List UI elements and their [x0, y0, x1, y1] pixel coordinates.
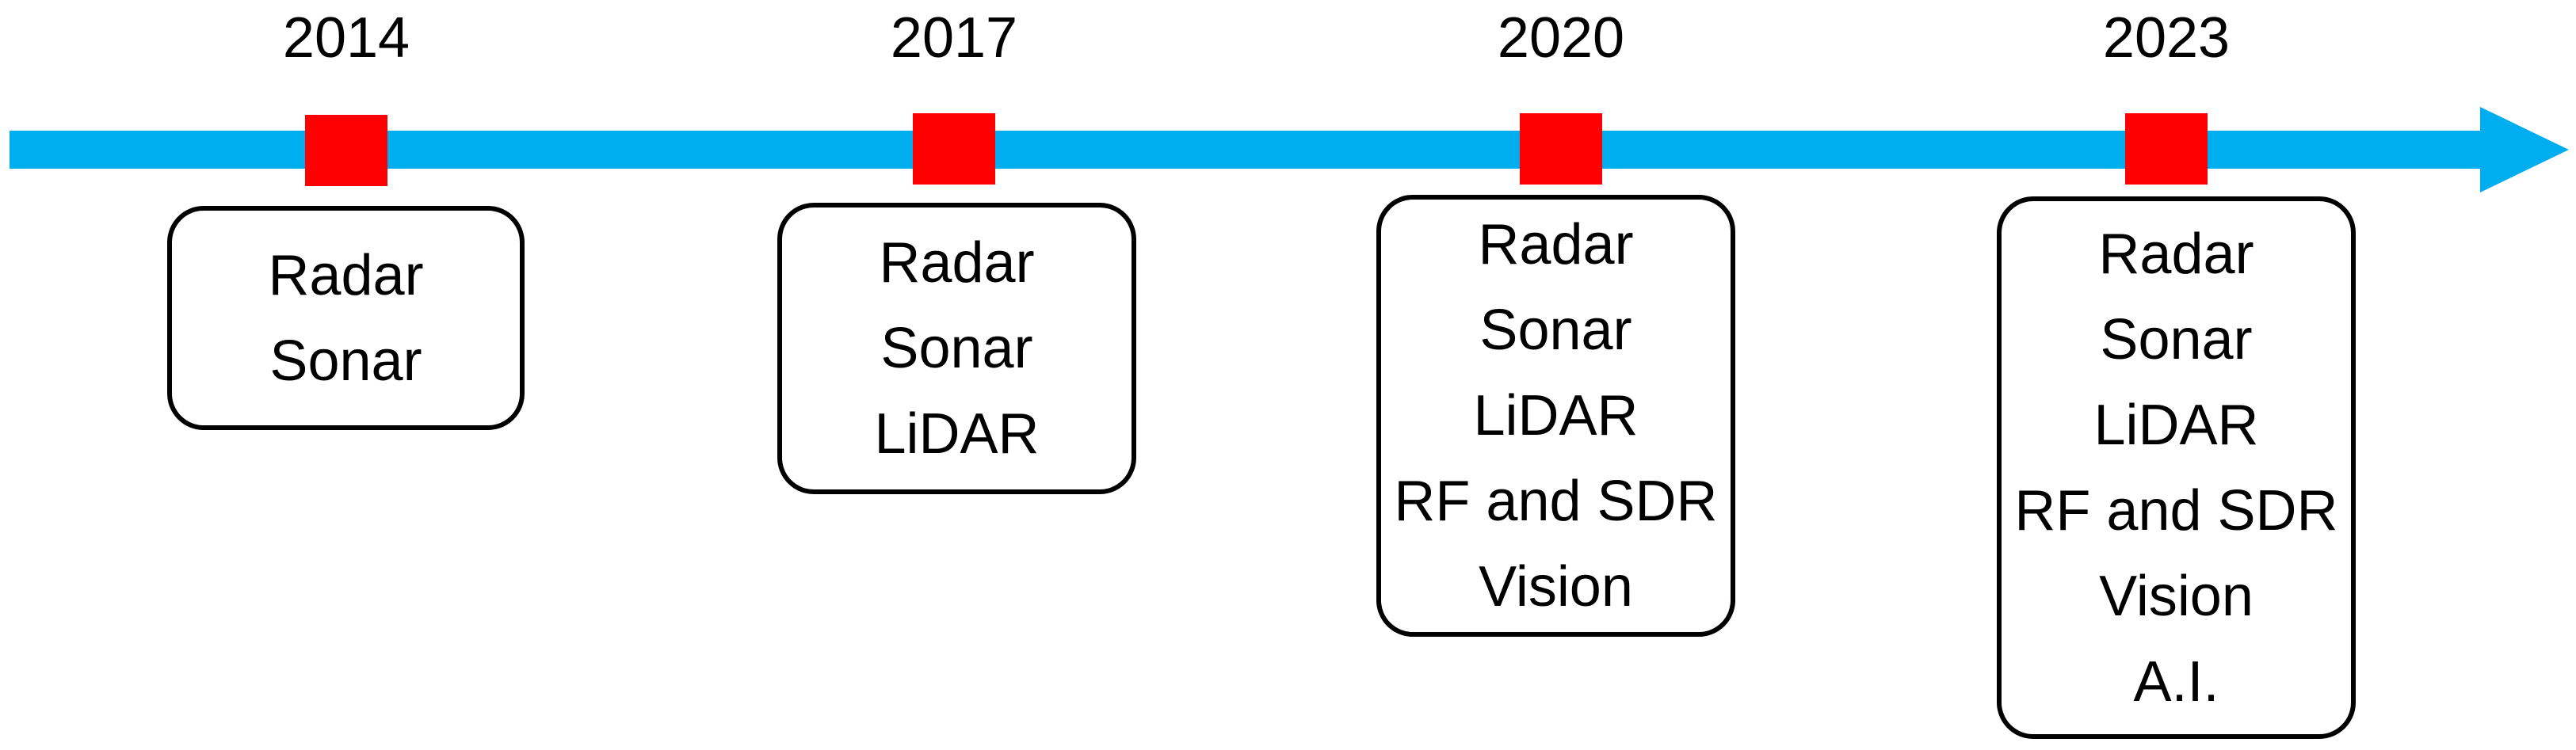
milestone-marker-2020 — [1520, 113, 1602, 185]
tech-item: RF and SDR — [1394, 470, 1718, 533]
tech-item: Vision — [1479, 555, 1633, 619]
tech-box-2014: Radar Sonar — [167, 206, 525, 430]
milestone-marker-2014 — [305, 115, 387, 186]
tech-item: A.I. — [2133, 649, 2219, 714]
tech-box-2020: Radar Sonar LiDAR RF and SDR Vision — [1376, 195, 1735, 637]
tech-item: Sonar — [880, 317, 1033, 380]
milestone-marker-2017 — [913, 113, 995, 185]
year-label-2014: 2014 — [282, 6, 410, 70]
timeline-arrowhead — [2480, 107, 2569, 192]
tech-box-2017: Radar Sonar LiDAR — [777, 203, 1136, 494]
year-label-2020: 2020 — [1497, 6, 1625, 70]
year-label-2023: 2023 — [2102, 6, 2231, 70]
tech-item: Sonar — [269, 329, 422, 393]
milestone-marker-2023 — [2125, 113, 2208, 185]
tech-item: Sonar — [2100, 307, 2253, 371]
tech-item: RF and SDR — [2014, 478, 2338, 543]
tech-item: Radar — [879, 231, 1035, 295]
tech-item: LiDAR — [2093, 393, 2259, 457]
tech-item: Radar — [268, 243, 424, 307]
tech-item: Vision — [2099, 564, 2254, 628]
tech-item: Radar — [1478, 213, 1634, 276]
timeline-arrow-shaft — [10, 131, 2490, 169]
tech-item: LiDAR — [1473, 384, 1639, 447]
tech-item: Sonar — [1479, 299, 1632, 362]
tech-box-2023: Radar Sonar LiDAR RF and SDR Vision A.I. — [1997, 196, 2356, 739]
year-label-2017: 2017 — [890, 6, 1018, 70]
tech-item: Radar — [2098, 222, 2254, 286]
tech-item: LiDAR — [874, 402, 1040, 466]
